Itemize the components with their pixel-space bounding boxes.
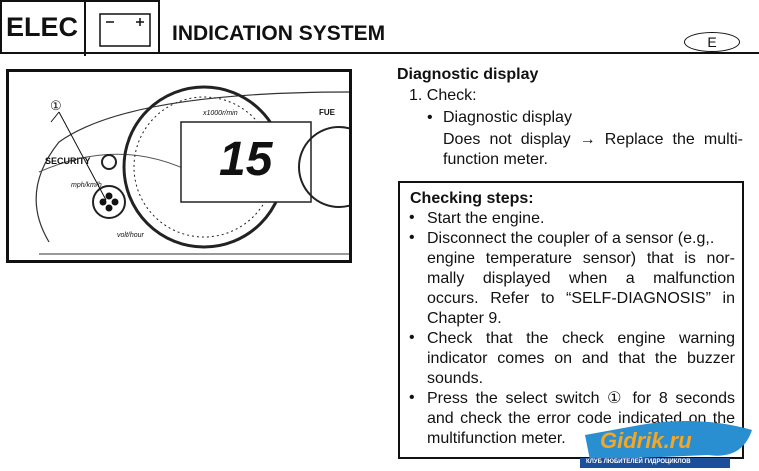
checking-title: Checking steps: [410,190,534,207]
step-line: engine temperature sensor) that is nor- [427,250,735,267]
bullet-marker: • [409,329,415,346]
step-line: occurs. Refer to “SELF-DIAGNOSIS” in [427,290,735,307]
checking-steps-box: Checking steps: • • • • Start the engine. D… [398,181,744,459]
step-line: mally displayed when a malfunction [427,270,735,287]
fuel-label: FUE [319,108,335,117]
step-line: Start the engine. [427,210,545,227]
rpm-label: x1000r/min [203,110,238,117]
callout-number: ① [50,98,62,113]
header-divider [160,52,759,54]
step-line: sounds. [427,370,484,387]
step-line: Press the select switch ① for 8 seconds [427,390,735,407]
security-label: SECURITY [45,156,91,166]
volt-label: volt/hour [117,232,144,239]
step-line: Disconnect the coupler of a sensor (e.g,… [427,230,715,247]
section-heading: Diagnostic display [397,66,539,83]
watermark-brand: Gidrik.ru [600,428,692,453]
step-line: Chapter 9. [427,310,502,327]
battery-icon [84,2,162,56]
bullet-marker: • [409,209,415,226]
step-label: 1. Check: [409,87,477,104]
page-title: INDICATION SYSTEM [172,22,386,45]
step-line: indicator comes on and that the buzzer [427,350,735,367]
lcd-value: 15 [219,133,273,186]
bullet-marker: • [427,109,433,126]
bullet-marker: • [409,389,415,406]
step-line: multifunction meter. [427,430,566,447]
bullet-marker: • [409,229,415,246]
check-instruction-cont: function meter. [443,151,548,168]
speed-label: mph/km/h [71,182,102,189]
watermark-tagline: КЛУБ ЛЮБИТЕЛЕЙ ГИДРОЦИКЛОВ [586,459,691,465]
meter-illustration: ① SECURITY mph/km/h volt/hour x1000r/min… [6,69,352,263]
check-item: Diagnostic display [443,109,572,126]
section-label: ELEC [6,12,79,42]
check-instruction: Does not display → Replace the multi- [443,131,743,148]
section-tab: ELEC [0,0,162,56]
step-line: Check that the check engine warning [427,330,735,347]
language-badge: E [684,32,740,52]
